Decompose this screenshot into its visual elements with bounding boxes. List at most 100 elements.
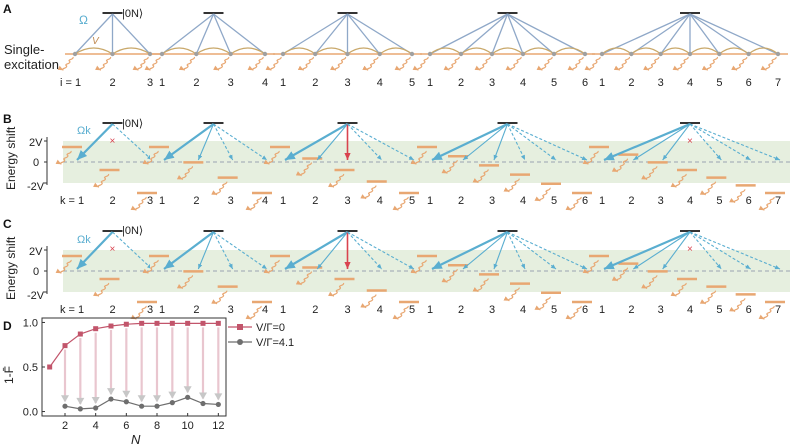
- drive-arrow: [347, 123, 415, 161]
- decay-squiggle: [534, 296, 551, 311]
- data-point-series-1: [77, 331, 83, 337]
- y-tick-label: 0.0: [23, 407, 38, 419]
- panel-c-tick-0: 0: [33, 266, 39, 278]
- drive-arrow: [163, 231, 215, 270]
- panel-label-c: C: [3, 217, 12, 231]
- interaction-arc: [112, 47, 151, 55]
- x-tick-label: 2: [62, 420, 68, 432]
- drive-arrow: [112, 231, 153, 270]
- decay-squiggle: [584, 56, 601, 71]
- site-index-label: 7: [775, 77, 781, 89]
- decay-squiggle: [441, 268, 458, 283]
- decay-squiggle: [582, 259, 599, 274]
- interaction-arc: [553, 47, 586, 55]
- decay-squiggle: [536, 56, 553, 71]
- decay-squiggle: [729, 189, 746, 204]
- decay-squiggle: [392, 196, 409, 211]
- drive-arrow: [633, 123, 691, 161]
- coupling-line: [506, 13, 524, 55]
- series-line-1: [49, 322, 219, 368]
- data-point-series-2: [108, 396, 114, 402]
- mode-index-label: 1: [280, 195, 286, 207]
- coupling-line: [689, 13, 720, 55]
- site-index-label: 2: [312, 77, 318, 89]
- bandwidth-region: [418, 250, 597, 292]
- decay-squiggle: [503, 178, 520, 193]
- interaction-arc: [314, 47, 348, 55]
- site-dot: [194, 51, 199, 57]
- decay-squiggle: [472, 169, 489, 184]
- interaction-arc: [379, 47, 413, 55]
- site-dot: [458, 51, 464, 57]
- drive-arrow: [507, 123, 588, 161]
- panel-c-ylabel: Energy shift: [4, 236, 18, 300]
- mode-index-label: 3: [147, 195, 153, 207]
- decay-squiggle: [142, 150, 159, 165]
- panel-label-a: A: [3, 2, 12, 16]
- decay-squiggle: [55, 259, 72, 274]
- mode-index-label: 6: [746, 304, 752, 316]
- interaction-arc: [491, 47, 524, 55]
- drive-arrow: [507, 231, 526, 270]
- interaction-arc: [718, 47, 750, 55]
- site-index-label: 6: [582, 77, 588, 89]
- data-point-series-2: [185, 394, 191, 400]
- drive-arrow: [197, 123, 215, 161]
- interaction-arc: [282, 47, 316, 55]
- omega-label-b: Ωk: [77, 125, 91, 137]
- mode-index-label: 1: [599, 304, 605, 316]
- mode-index-label: 5: [551, 304, 557, 316]
- decay-squiggle: [410, 259, 427, 274]
- decay-squiggle: [758, 196, 775, 211]
- mode-index-label: 4: [687, 195, 693, 207]
- drive-arrow: [316, 231, 348, 270]
- site-dot: [377, 51, 382, 57]
- coupling-line: [282, 13, 348, 55]
- drive-arrow: [507, 123, 557, 161]
- mode-index-label: 6: [582, 195, 588, 207]
- decay-squiggle: [505, 56, 522, 71]
- decay-symbol: V: [92, 36, 100, 47]
- forbidden-cross: ×: [687, 244, 693, 255]
- data-point-series-1: [215, 320, 221, 326]
- decay-squiggle: [92, 173, 110, 188]
- site-index-label: 3: [147, 77, 153, 89]
- decay-squiggle: [92, 282, 110, 297]
- decay-squiggle: [474, 56, 491, 71]
- mode-index-label: 2: [110, 304, 116, 316]
- legend-marker-series-2: [237, 339, 243, 345]
- site-dot: [687, 51, 693, 57]
- drive-arrow: [462, 231, 508, 270]
- mode-index-label: 1: [427, 304, 433, 316]
- site-index-label: 1: [280, 77, 286, 89]
- decay-squiggle: [211, 290, 228, 305]
- improvement-arrow-head: [91, 396, 100, 404]
- improvement-arrow-head: [214, 393, 223, 401]
- mode-index-label: 4: [262, 195, 268, 207]
- mode-index-label: 1: [280, 304, 286, 316]
- drive-arrow: [316, 123, 348, 161]
- drive-arrow: [603, 122, 691, 162]
- site-dot: [147, 51, 153, 57]
- panel-b-tick-neg2v: -2V: [27, 181, 45, 193]
- drive-arrow: [431, 123, 508, 161]
- drive-arrow: [347, 231, 383, 270]
- interaction-arc: [630, 47, 662, 55]
- drive-arrow: [507, 123, 526, 161]
- drive-arrow: [462, 123, 508, 161]
- improvement-arrow-head: [153, 395, 161, 403]
- data-point-series-1: [108, 323, 114, 329]
- improvement-arrow-head: [122, 390, 131, 398]
- data-point-series-1: [139, 320, 145, 326]
- site-index-label: i = 1: [60, 77, 81, 89]
